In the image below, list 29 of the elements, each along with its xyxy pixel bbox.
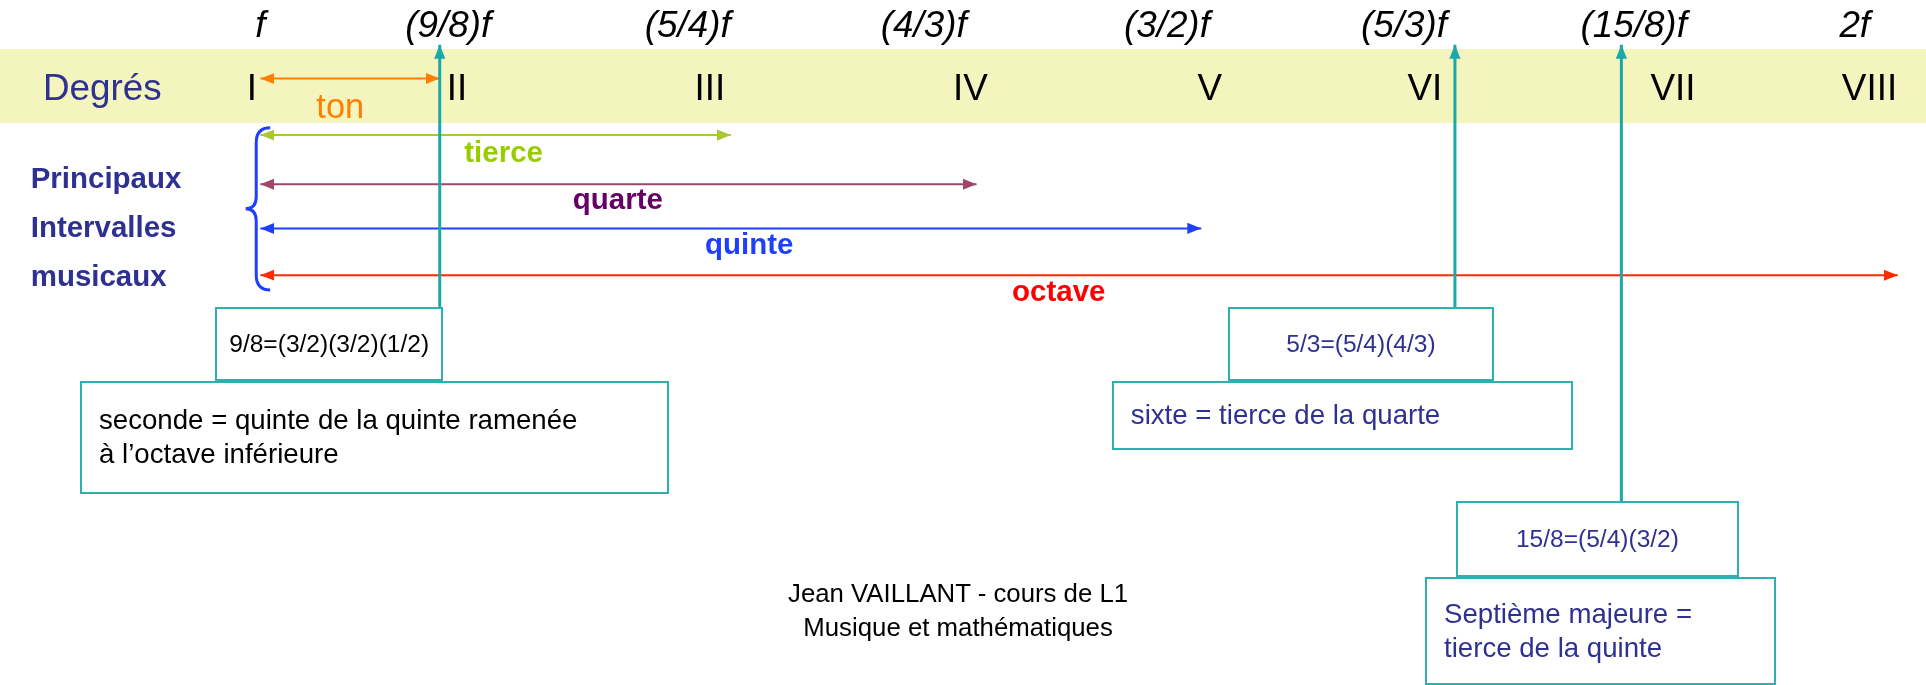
degree-label: VI (1407, 68, 1443, 109)
definition-box: sixte = tierce de la quarte (1111, 380, 1574, 450)
degree-label: V (1197, 68, 1223, 109)
frequency-label: (15/8)f (1570, 4, 1697, 45)
interval-label: ton (316, 87, 365, 126)
frequency-label: (5/3)f (1350, 4, 1457, 45)
degree-label: IV (952, 68, 988, 109)
ratio-box: 5/3=(5/4)(4/3) (1228, 307, 1494, 381)
degree-label: II (446, 68, 468, 109)
definition-box: Septième majeure = tierce de la quinte (1424, 577, 1777, 685)
arrow (1615, 44, 1627, 502)
row-heading: Degrés (43, 68, 162, 109)
arrow (1449, 44, 1461, 308)
group-heading: Principaux Intervalles musicaux (30, 160, 183, 295)
interval-label: octave (1012, 274, 1106, 308)
ratio-box: 15/8=(5/4)(3/2) (1455, 501, 1740, 578)
interval-label: quinte (705, 228, 794, 261)
frequency-label: 2f (1839, 4, 1871, 45)
caption: Jean VAILLANT - cours de L1 Musique et mathématiques (787, 578, 1130, 643)
degree-label: I (246, 68, 257, 109)
ratio-box: 9/8=(3/2)(3/2)(1/2) (214, 307, 444, 381)
interval-label: quarte (572, 182, 663, 216)
degree-label: III (694, 68, 726, 109)
frequency-label: (9/8)f (395, 4, 502, 45)
degree-label: VIII (1841, 68, 1898, 109)
interval-label: tierce (464, 136, 543, 169)
degree-label: VII (1650, 68, 1696, 109)
definition-box: seconde = quinte de la quinte ramenée à l’octave inférieure (79, 380, 670, 494)
arrow (434, 44, 446, 308)
